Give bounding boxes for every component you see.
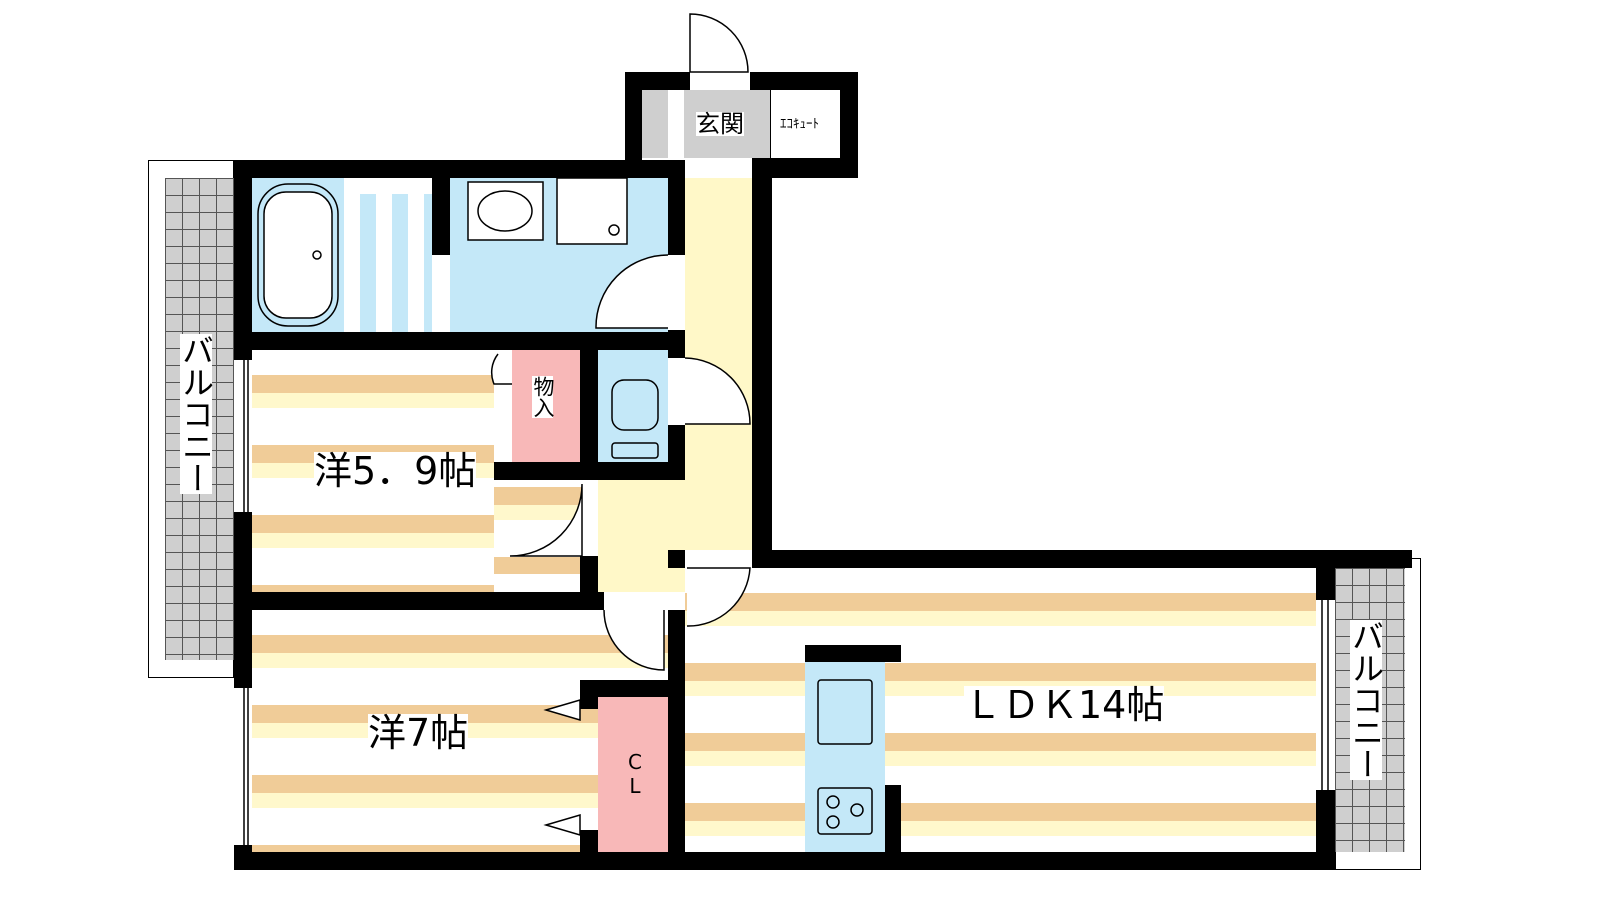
corridor-lower xyxy=(598,480,685,592)
washing-machine-icon xyxy=(556,177,628,245)
wall xyxy=(234,160,252,360)
closet xyxy=(598,697,668,852)
wall xyxy=(580,697,598,709)
balcony-right-label: バルコニー xyxy=(1347,620,1385,780)
wall xyxy=(840,72,858,178)
storage-label: 物入 xyxy=(531,376,555,418)
ldk-door-icon xyxy=(686,567,751,627)
wall xyxy=(234,592,604,610)
closet-label: CL xyxy=(623,750,647,798)
toilet-icon xyxy=(611,379,659,431)
wall xyxy=(668,160,685,255)
storage-door-icon xyxy=(490,353,512,385)
wall xyxy=(668,330,685,358)
wall xyxy=(580,350,598,480)
wall xyxy=(668,610,685,870)
kitchen-wall xyxy=(805,645,901,662)
shower-floor xyxy=(344,194,432,332)
toilet-door-icon xyxy=(684,357,751,425)
wall xyxy=(625,72,642,178)
ecocute-space xyxy=(770,90,841,158)
ldk-label: ＬＤＫ14帖 xyxy=(964,683,1165,727)
wall xyxy=(234,332,685,350)
wall xyxy=(752,550,1412,568)
room2-door-icon xyxy=(603,609,665,671)
wall xyxy=(668,550,685,568)
shoe-rack xyxy=(668,90,684,158)
western-room-2-label: 洋7帖 xyxy=(368,711,469,755)
room1-door-icon xyxy=(509,483,583,557)
wall xyxy=(432,178,450,255)
entrance-label: 玄関 xyxy=(696,110,744,138)
wall xyxy=(752,160,772,568)
wall xyxy=(580,830,598,852)
ecocute-label: ｴｺｷｭｰﾄ xyxy=(780,117,819,132)
wall xyxy=(1316,790,1335,870)
wall xyxy=(750,72,858,90)
balcony-left-label: バルコニー xyxy=(177,334,215,494)
kitchen-sink-icon xyxy=(817,679,873,745)
wall xyxy=(494,462,685,480)
wall xyxy=(234,852,1335,870)
western-room-1-label: 洋5．9帖 xyxy=(314,449,477,493)
washroom-door-icon xyxy=(595,254,669,329)
entrance-door-icon xyxy=(689,13,749,73)
stove-icon xyxy=(817,787,873,835)
wall xyxy=(234,160,685,178)
wall xyxy=(752,158,858,178)
wall xyxy=(580,680,668,697)
kitchen-wall xyxy=(885,785,901,852)
